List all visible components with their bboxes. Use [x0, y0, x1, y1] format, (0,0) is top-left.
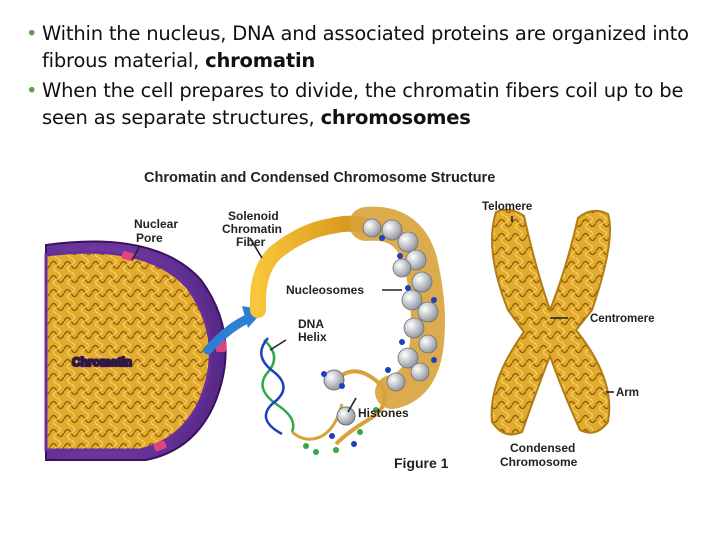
bullet-text: Within the nucleus, DNA and associated p…: [42, 22, 689, 72]
label-telomere: Telomere: [482, 201, 532, 213]
figure-caption: Figure 1: [394, 455, 449, 471]
label-arm: Arm: [616, 387, 639, 399]
bullet-dot-icon: •: [26, 79, 38, 102]
figure-title: Chromatin and Condensed Chromosome Struc…: [144, 170, 495, 186]
bullet-bold-term: chromosomes: [320, 106, 471, 129]
bullet-item-2: • When the cell prepares to divide, the …: [26, 77, 698, 131]
label-centromere: Centromere: [590, 313, 655, 325]
nucleus: [44, 240, 227, 461]
condensed-chromosome: [490, 208, 611, 436]
bullet-bold-term: chromatin: [205, 49, 316, 72]
bullet-text: When the cell prepares to divide, the ch…: [42, 79, 684, 129]
bullet-item-1: •Within the nucleus, DNA and associated …: [26, 20, 698, 74]
bullet-dot-icon: •: [26, 22, 38, 45]
histone-beads: [303, 369, 387, 455]
bullet-list: •Within the nucleus, DNA and associated …: [26, 20, 698, 134]
label-histones: Histones: [358, 406, 409, 420]
chromatin-figure: Chromatin and Condensed Chromosome Struc…: [36, 160, 686, 480]
nucleosome-coil: [349, 206, 445, 409]
label-nucleosomes: Nucleosomes: [286, 283, 364, 297]
label-chromatin: Chromatin: [72, 355, 132, 369]
chromatin-diagram: Chromatin and Condensed Chromosome Struc…: [44, 170, 655, 471]
pointer-lines: [131, 216, 614, 413]
